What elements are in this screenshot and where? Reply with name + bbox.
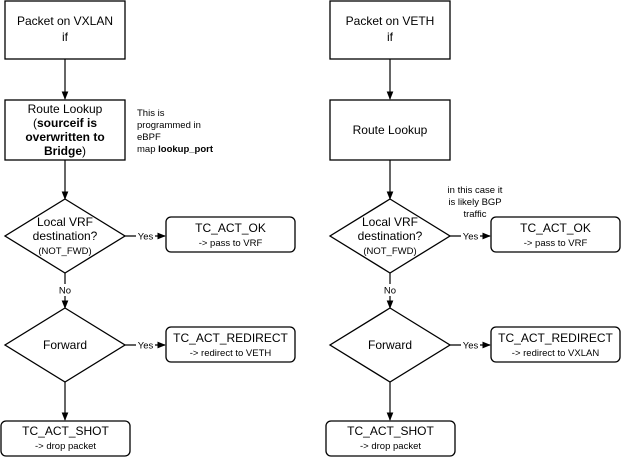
right-tc-act-shot-node: TC_ACT_SHOT -> drop packet xyxy=(325,420,456,457)
right-tc-act-redirect-node: TC_ACT_REDIRECT -> redirect to VXLAN xyxy=(490,326,621,363)
right-note-line1: in this case it xyxy=(448,185,503,196)
left-local-vrf-decision: Local VRF destination? (NOT_FWD) xyxy=(3,198,127,274)
right-ok-subtitle: -> pass to VRF xyxy=(524,238,588,249)
right-route-lookup-node: Route Lookup xyxy=(329,99,451,161)
left-shot-subtitle: -> drop packet xyxy=(35,441,96,452)
right-yes2-label-bg xyxy=(461,339,480,351)
right-start-line1: Packet on VETH xyxy=(346,14,435,28)
left-vrf-line2: destination? xyxy=(33,229,98,243)
left-yes1-label: Yes xyxy=(138,232,154,243)
left-start-line1: Packet on VXLAN xyxy=(17,14,113,28)
right-note-line2: is likely BGP xyxy=(448,197,501,208)
right-vrf-line3: (NOT_FWD) xyxy=(363,246,416,257)
left-no-label-bg xyxy=(57,284,74,296)
left-note-line1: This is xyxy=(137,108,165,119)
left-yes2-label-bg xyxy=(136,339,155,351)
right-shot-subtitle: -> drop packet xyxy=(360,441,421,452)
left-ebpf-note: This is programmed in eBPF map lookup_po… xyxy=(137,108,214,155)
left-forward-label: Forward xyxy=(43,338,87,352)
right-redirect-subtitle: -> redirect to VXLAN xyxy=(512,348,600,359)
left-forward-decision: Forward xyxy=(3,307,127,383)
left-tc-act-shot-node: TC_ACT_SHOT -> drop packet xyxy=(0,420,131,457)
left-yes1-label-bg xyxy=(136,230,155,242)
left-tc-act-redirect-node: TC_ACT_REDIRECT -> redirect to VETH xyxy=(165,326,296,363)
right-vrf-line1: Local VRF xyxy=(362,215,418,229)
right-redirect-title: TC_ACT_REDIRECT xyxy=(498,331,613,345)
left-yes2-label: Yes xyxy=(138,341,154,352)
right-bgp-note: in this case it is likely BGP traffic xyxy=(448,185,503,220)
left-note-line4: map lookup_port xyxy=(137,144,214,155)
left-tc-act-ok-node: TC_ACT_OK -> pass to VRF xyxy=(165,216,296,253)
left-redirect-title: TC_ACT_REDIRECT xyxy=(173,331,288,345)
right-tc-act-ok-node: TC_ACT_OK -> pass to VRF xyxy=(490,216,621,253)
right-forward-decision: Forward xyxy=(328,307,452,383)
right-local-vrf-decision: Local VRF destination? (NOT_FWD) xyxy=(328,198,452,274)
left-note-line3: eBPF xyxy=(137,132,161,143)
left-no-label: No xyxy=(59,286,71,297)
left-note-line2: programmed in xyxy=(137,120,201,131)
left-lookup-line2: (sourceif is xyxy=(33,116,97,130)
left-vrf-line3: (NOT_FWD) xyxy=(38,246,91,257)
right-forward-label: Forward xyxy=(368,338,412,352)
left-redirect-subtitle: -> redirect to VETH xyxy=(190,348,272,359)
right-yes1-label: Yes xyxy=(463,232,479,243)
right-no-label-bg xyxy=(382,284,399,296)
left-lookup-line4: Bridge) xyxy=(44,144,86,158)
left-ok-subtitle: -> pass to VRF xyxy=(199,238,263,249)
left-lookup-line1: Route Lookup xyxy=(28,102,103,116)
left-shot-title: TC_ACT_SHOT xyxy=(22,424,109,438)
left-start-line2: if xyxy=(62,30,69,44)
right-start-node: Packet on VETH if xyxy=(329,0,451,60)
left-route-lookup-node: Route Lookup (sourceif is overwritten to… xyxy=(4,99,126,161)
right-lookup-label: Route Lookup xyxy=(353,123,428,137)
right-note-line3: traffic xyxy=(463,209,486,220)
right-yes2-label: Yes xyxy=(463,341,479,352)
right-no-label: No xyxy=(384,286,396,297)
right-start-line2: if xyxy=(387,30,394,44)
right-ok-title: TC_ACT_OK xyxy=(520,221,591,235)
left-ok-title: TC_ACT_OK xyxy=(195,221,266,235)
left-lookup-line3: overwritten to xyxy=(25,130,104,144)
right-shot-title: TC_ACT_SHOT xyxy=(347,424,434,438)
right-vrf-line2: destination? xyxy=(358,229,423,243)
left-vrf-line1: Local VRF xyxy=(37,215,93,229)
left-start-node: Packet on VXLAN if xyxy=(4,0,126,60)
right-yes1-label-bg xyxy=(461,230,480,242)
